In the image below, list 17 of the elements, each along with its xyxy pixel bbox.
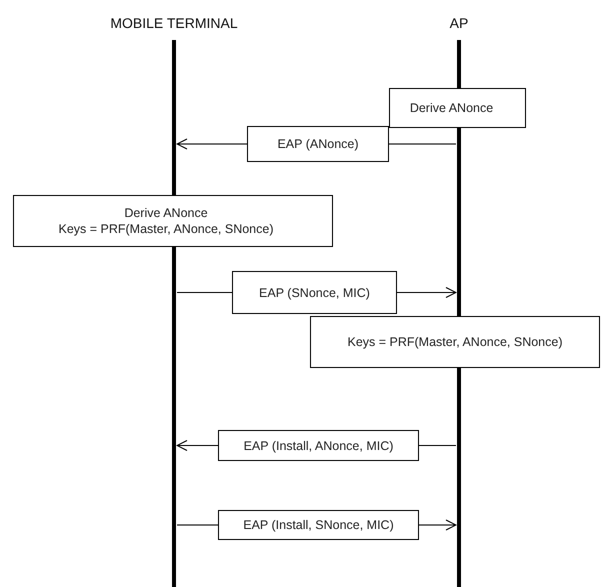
participant-label: MOBILE TERMINAL [110, 14, 238, 32]
message-arrow [176, 440, 218, 451]
step-text: Derive ANonce [410, 100, 494, 116]
process-box [310, 316, 600, 368]
message-arrow [418, 520, 456, 530]
process-box [13, 195, 333, 247]
message-box: EAP (SNonce, MIC) [232, 271, 397, 314]
process-box [389, 88, 526, 128]
message-arrow [176, 138, 248, 150]
step-text: Keys = PRF(Master, ANonce, SNonce) [347, 334, 562, 350]
message-box: EAP (Install, SNonce, MIC) [218, 510, 419, 540]
step-text: Derive ANonce [124, 205, 208, 221]
message-arrow [396, 287, 456, 298]
message-box: EAP (Install, ANonce, MIC) [218, 430, 419, 461]
participant-label: AP [450, 14, 468, 32]
step-text: Keys = PRF(Master, ANonce, SNonce) [58, 221, 274, 237]
message-box: EAP (ANonce) [247, 126, 389, 162]
